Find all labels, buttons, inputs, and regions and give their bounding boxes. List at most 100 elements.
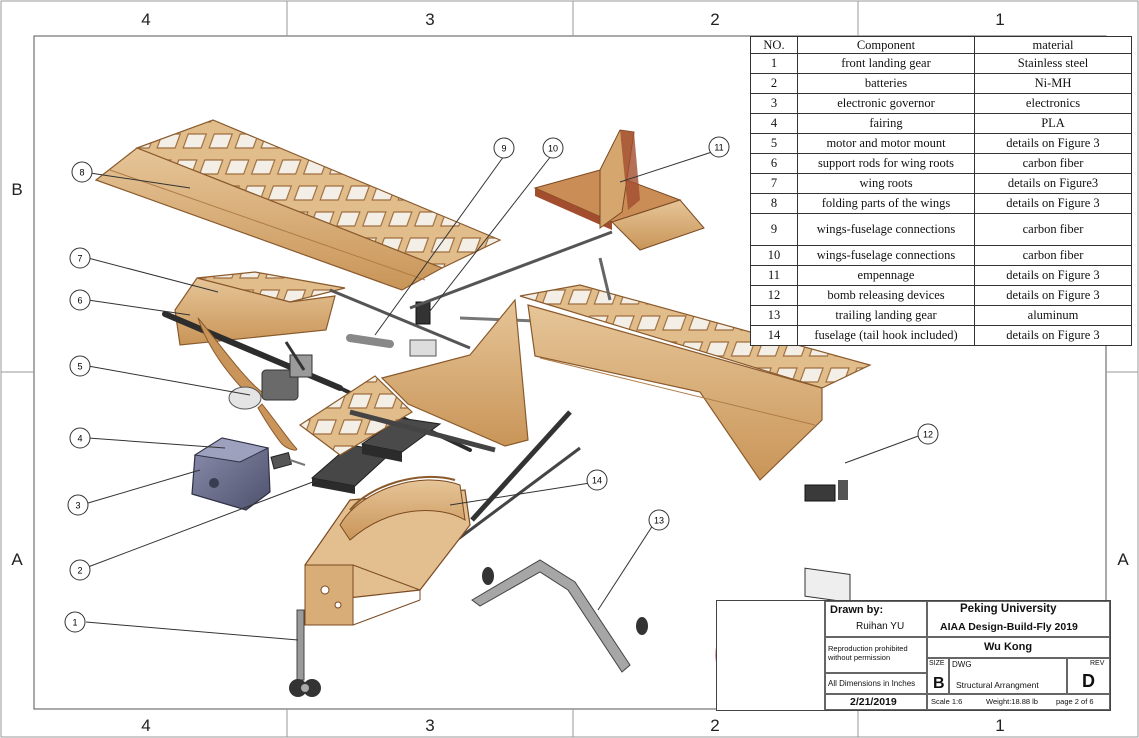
balloon-label: 14 <box>592 476 602 486</box>
bom-cell: details on Figure 3 <box>974 285 1132 306</box>
dimensions-cell: All Dimensions in Inches <box>825 673 927 694</box>
balloon-3: 3 <box>67 494 89 516</box>
fairing <box>191 437 271 511</box>
bom-cell: details on Figure3 <box>974 173 1132 194</box>
rev-value: D <box>1082 671 1095 691</box>
reproduction-note: Reproduction prohibited without permissi… <box>828 644 908 662</box>
bom-cell: wings-fuselage connections <box>797 245 975 266</box>
size-cell: SIZE B <box>927 658 949 694</box>
zone-top-4: 4 <box>141 10 151 29</box>
balloon-4: 4 <box>69 427 91 449</box>
balloon-label: 12 <box>923 430 933 440</box>
balloon-label: 13 <box>654 516 664 526</box>
balloon-label: 8 <box>79 168 84 178</box>
leader-lines <box>85 151 922 641</box>
bom-cell: 10 <box>750 245 798 266</box>
balloon-label: 11 <box>714 143 723 153</box>
batteries <box>310 417 442 494</box>
bom-cell: details on Figure 3 <box>974 133 1132 154</box>
dwg-label: DWG <box>952 660 972 669</box>
size-label: SIZE <box>929 660 945 667</box>
reproduction-cell: Reproduction prohibited without permissi… <box>825 637 927 673</box>
bom-cell: details on Figure 3 <box>974 325 1132 346</box>
bom-cell: electronic governor <box>797 93 975 114</box>
bom-cell: 13 <box>750 305 798 326</box>
organization: Peking University <box>960 603 1057 615</box>
dwg-title: Structural Arrangment <box>956 680 1039 690</box>
balloon-label: 9 <box>501 144 506 154</box>
bom-cell: details on Figure 3 <box>974 265 1132 286</box>
bom-cell: 11 <box>750 265 798 286</box>
bom-cell: bomb releasing devices <box>797 285 975 306</box>
date-cell: 2/21/2019 <box>825 694 927 710</box>
weight: Weight:18.88 lb <box>986 697 1038 706</box>
wing-fuselage-connections <box>329 288 561 357</box>
zone-bottom-1: 1 <box>995 716 1005 735</box>
trailing-landing-gear <box>471 559 648 673</box>
drawn-by-cell: Drawn by: Ruihan YU <box>825 601 927 637</box>
bom-cell: details on Figure 3 <box>974 193 1132 214</box>
balloon-label: 4 <box>77 434 82 444</box>
balloon-13: 13 <box>648 509 670 531</box>
bom-cell: batteries <box>797 73 975 94</box>
bom-cell: fuselage (tail hook included) <box>797 325 975 346</box>
bom-cell: wing roots <box>797 173 975 194</box>
bom-cell: 5 <box>750 133 798 154</box>
wing-root-left <box>174 271 346 346</box>
balloon-6: 6 <box>69 289 91 311</box>
propeller-motor <box>197 317 313 451</box>
bom-cell: motor and motor mount <box>797 133 975 154</box>
scale-weight-cell: Scale 1:6 Weight:18.88 lb page 2 of 6 <box>927 694 1110 710</box>
project-cell: Wu Kong <box>927 637 1110 658</box>
page-number: page 2 of 6 <box>1056 697 1094 706</box>
balloon-label: 10 <box>548 144 558 154</box>
bom-cell: PLA <box>974 113 1132 134</box>
bom-cell: wings-fuselage connections <box>797 213 975 246</box>
bom-cell: trailing landing gear <box>797 305 975 326</box>
electronic-governor <box>270 451 306 470</box>
bom-cell: front landing gear <box>797 53 975 74</box>
bomb-release-device <box>804 480 851 604</box>
zone-bottom-3: 3 <box>425 716 435 735</box>
zone-bottom-2: 2 <box>710 716 720 735</box>
zone-right-a: A <box>1117 550 1129 569</box>
fuselage-rods <box>349 257 612 547</box>
bom-cell: carbon fiber <box>974 153 1132 174</box>
bom-cell: 3 <box>750 93 798 114</box>
bom-header-cell: material <box>974 36 1132 54</box>
balloon-1: 1 <box>64 611 86 633</box>
zone-top-1: 1 <box>995 10 1005 29</box>
balloon-label: 6 <box>77 296 82 306</box>
bom-cell: support rods for wing roots <box>797 153 975 174</box>
org-cell: Peking University AIAA Design-Build-Fly … <box>927 601 1110 637</box>
balloon-label: 5 <box>77 362 82 372</box>
balloon-7: 7 <box>69 247 91 269</box>
bom-cell: electronics <box>974 93 1132 114</box>
balloon-8: 8 <box>71 161 93 183</box>
zone-top-3: 3 <box>425 10 435 29</box>
bom-cell: 14 <box>750 325 798 346</box>
zone-bottom-4: 4 <box>141 716 151 735</box>
bom-cell: 1 <box>750 53 798 74</box>
bom-cell: 9 <box>750 213 798 246</box>
dwg-cell: DWG Structural Arrangment <box>949 658 1067 694</box>
empennage <box>409 129 705 310</box>
balloon-14: 14 <box>586 469 608 491</box>
bom-header-cell: NO. <box>750 36 798 54</box>
